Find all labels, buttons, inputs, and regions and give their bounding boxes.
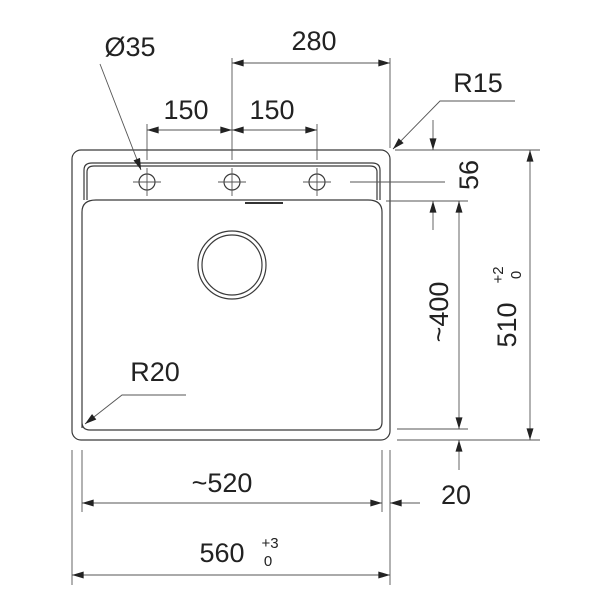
tap-hole-center — [218, 168, 246, 196]
label-overall-depth-tol-lower: 0 — [508, 271, 525, 279]
label-ledge-depth: 56 — [454, 160, 484, 190]
tap-holes — [133, 168, 331, 196]
label-bowl-width: ~520 — [192, 468, 253, 498]
label-hole-span: 280 — [291, 26, 336, 56]
label-hole-diameter: Ø35 — [104, 32, 155, 62]
tap-hole-right — [303, 168, 331, 196]
label-bowl-depth: ~400 — [424, 282, 454, 343]
label-overall-depth: 510 — [492, 302, 522, 347]
leader-diameter — [99, 63, 142, 171]
sink-outline — [71, 149, 391, 441]
label-overall-width: 560 — [199, 538, 244, 568]
label-overall-depth-tol-upper: +2 — [490, 266, 507, 283]
tap-hole-left — [133, 168, 161, 196]
drain — [197, 230, 267, 300]
label-spacing-right: 150 — [249, 95, 294, 125]
label-overall-width-tol-lower: 0 — [264, 553, 272, 570]
leader-r15 — [392, 100, 515, 150]
label-rim-width: 20 — [441, 480, 471, 510]
label-r15: R15 — [453, 68, 503, 98]
leader-r20 — [84, 394, 186, 425]
label-r20: R20 — [130, 357, 180, 387]
label-overall-width-tol-upper: +3 — [261, 535, 278, 552]
label-spacing-left: 150 — [163, 95, 208, 125]
